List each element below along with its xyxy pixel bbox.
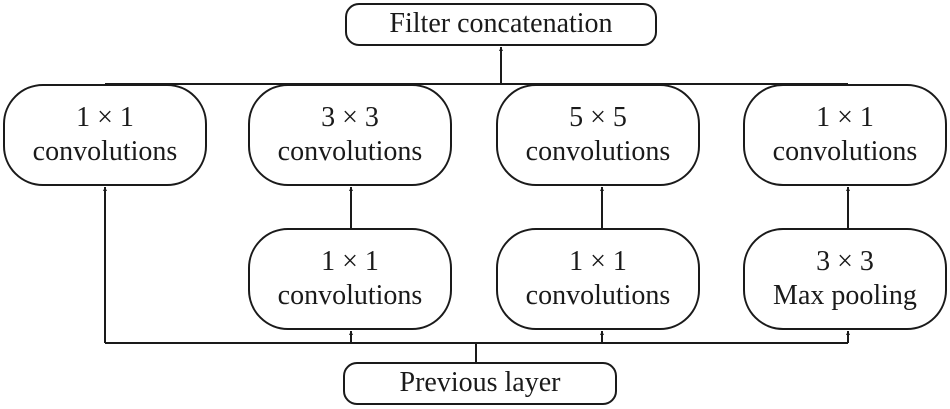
- branch-1-upper-line1: 1 × 1: [76, 101, 134, 133]
- branch-2-reduce-1x1-node: 1 × 1 convolutions: [248, 228, 452, 330]
- branch-3-lower-line1: 1 × 1: [569, 245, 627, 277]
- branch-3-upper-line1: 5 × 5: [569, 101, 627, 133]
- branch-4-upper-line2: convolutions: [772, 136, 918, 167]
- branch-2-lower-line1: 1 × 1: [321, 245, 379, 277]
- branch-4-lower-line2: Max pooling: [773, 280, 917, 311]
- branch-3-lower-line2: convolutions: [525, 280, 671, 311]
- filter-concatenation-label: Filter concatenation: [389, 8, 613, 40]
- branch-3-reduce-1x1-node: 1 × 1 convolutions: [496, 228, 700, 330]
- previous-layer-node: Previous layer: [343, 362, 617, 405]
- filter-concatenation-node: Filter concatenation: [345, 3, 657, 46]
- branch-2-conv-3x3-node: 3 × 3 convolutions: [248, 84, 452, 186]
- branch-3-conv-5x5-node: 5 × 5 convolutions: [496, 84, 700, 186]
- branch-1-conv-1x1-node: 1 × 1 convolutions: [3, 84, 207, 186]
- previous-layer-label: Previous layer: [399, 367, 561, 399]
- branch-2-lower-line2: convolutions: [277, 280, 423, 311]
- branch-4-upper-line1: 1 × 1: [816, 101, 874, 133]
- branch-2-upper-line1: 3 × 3: [321, 101, 379, 133]
- branch-1-upper-line2: convolutions: [32, 136, 178, 167]
- branch-4-max-pooling-node: 3 × 3 Max pooling: [743, 228, 947, 330]
- branch-4-lower-line1: 3 × 3: [816, 245, 874, 277]
- branch-3-upper-line2: convolutions: [525, 136, 671, 167]
- branch-2-upper-line2: convolutions: [277, 136, 423, 167]
- branch-4-conv-1x1-node: 1 × 1 convolutions: [743, 84, 947, 186]
